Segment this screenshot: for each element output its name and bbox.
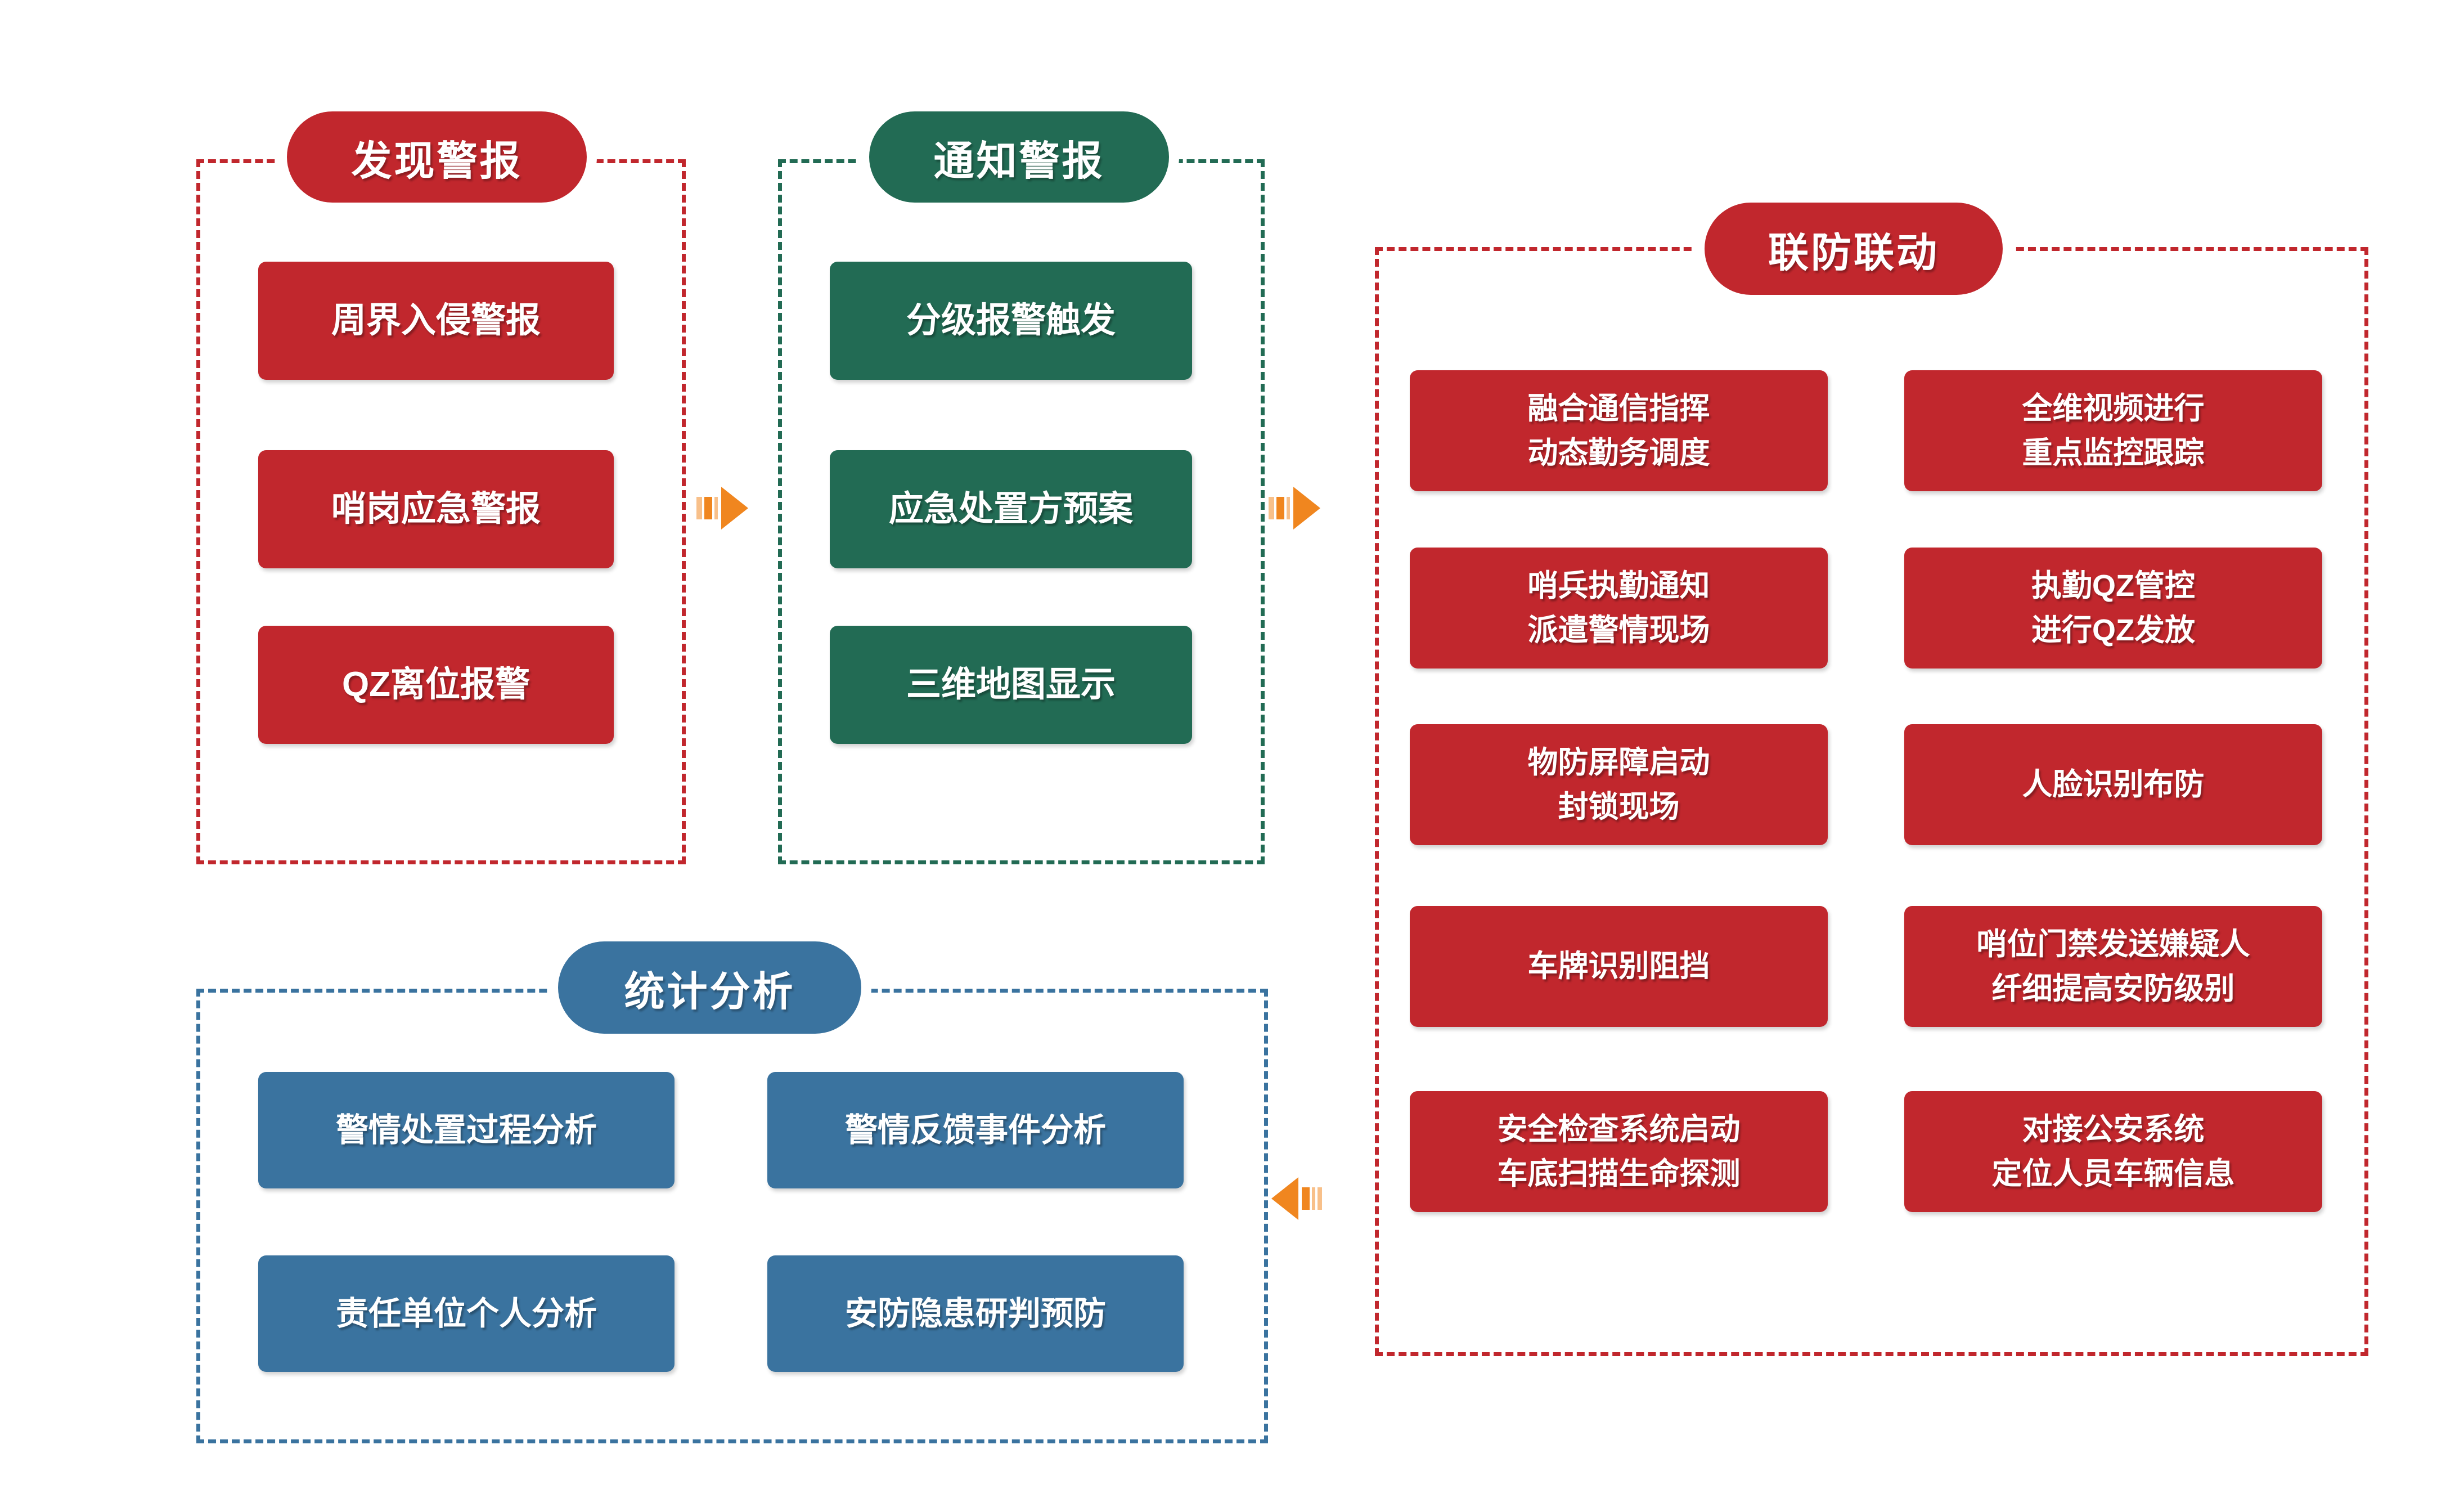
box-plate-recognition-block: 车牌识别阻挡 (1410, 906, 1828, 1027)
panel-stats-title: 统计分析 (624, 969, 795, 1015)
arrow-left-icon (1271, 1177, 1322, 1220)
box-qz-off-position-alarm: QZ离位报警 (258, 626, 614, 744)
box-perimeter-intrusion-alarm: 周界入侵警报 (258, 262, 614, 380)
arrow-right-icon (696, 487, 748, 530)
box-face-recognition-deploy: 人脸识别布防 (1904, 724, 2322, 845)
box-alarm-handling-process-analysis: 警情处置过程分析 (258, 1072, 675, 1188)
arrow-right-icon (1269, 487, 1320, 530)
panel-statistical-analysis (196, 989, 1268, 1443)
panel-joint-title-pill: 联防联动 (1705, 203, 2003, 295)
box-alarm-feedback-event-analysis: 警情反馈事件分析 (767, 1072, 1184, 1188)
box-omni-video-tracking: 全维视频进行 重点监控跟踪 (1904, 370, 2322, 491)
box-sentry-emergency-alarm: 哨岗应急警报 (258, 450, 614, 568)
box-sentry-duty-notify: 哨兵执勤通知 派遣警情现场 (1410, 548, 1828, 669)
panel-stats-title-pill: 统计分析 (558, 941, 861, 1034)
box-police-system-locate-info: 对接公安系统 定位人员车辆信息 (1904, 1091, 2322, 1212)
box-security-risk-assessment-prevention: 安防隐患研判预防 (767, 1255, 1184, 1372)
box-emergency-response-plan: 应急处置方预案 (830, 450, 1192, 568)
panel-notify-title: 通知警报 (933, 138, 1105, 184)
box-physical-barrier-lockdown: 物防屏障启动 封锁现场 (1410, 724, 1828, 845)
panel-discover-title: 发现警报 (351, 138, 523, 184)
panel-notify-title-pill: 通知警报 (869, 111, 1169, 203)
box-3d-map-display: 三维地图显示 (830, 626, 1192, 744)
box-security-check-underbody-scan: 安全检查系统启动 车底扫描生命探测 (1410, 1091, 1828, 1212)
box-responsible-unit-person-analysis: 责任单位个人分析 (258, 1255, 675, 1372)
box-tiered-alarm-trigger: 分级报警触发 (830, 262, 1192, 380)
box-sentry-access-suspect-alert: 哨位门禁发送嫌疑人 纤细提高安防级别 (1904, 906, 2322, 1027)
box-duty-qz-control-issue: 执勤QZ管控 进行QZ发放 (1904, 548, 2322, 669)
panel-joint-title: 联防联动 (1768, 230, 1939, 276)
box-fused-comms-dispatch: 融合通信指挥 动态勤务调度 (1410, 370, 1828, 491)
panel-discover-title-pill: 发现警报 (287, 111, 587, 203)
